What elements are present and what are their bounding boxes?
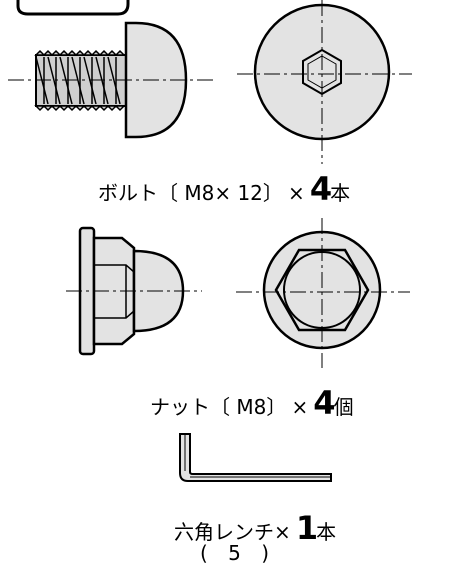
bolt-label: ボルト〔 M8× 12〕 × 4本 xyxy=(98,173,350,205)
wrench-times: × xyxy=(274,520,291,544)
nut-times: × xyxy=(291,395,309,419)
wrench-label: 六角レンチ× 1本 xyxy=(174,512,336,544)
bolt-spec: 〔 M8× 12〕 xyxy=(158,181,283,205)
wrench-name: 六角レンチ xyxy=(174,520,274,544)
bolt-counter: 本 xyxy=(330,181,351,205)
bolt-qty: 4 xyxy=(309,170,332,208)
hex-wrench xyxy=(179,433,332,482)
nut-counter: 個 xyxy=(333,395,354,419)
nut-side-view xyxy=(66,226,202,356)
wrench-size: ( 5 ) xyxy=(200,541,270,565)
nut-name: ナット xyxy=(150,395,210,419)
bolt-times: × xyxy=(288,181,305,205)
nut-top-view xyxy=(236,218,410,368)
wrench-counter: 本 xyxy=(316,520,337,544)
bolt-name: ボルト xyxy=(98,181,158,205)
frame-corner xyxy=(16,0,130,16)
nut-spec: 〔 M8〕 xyxy=(210,395,287,419)
bolt-top-view xyxy=(237,0,412,164)
nut-label: ナット〔 M8〕 × 4個 xyxy=(150,387,354,419)
wrench-qty: 1 xyxy=(295,509,318,547)
nut-qty: 4 xyxy=(313,384,335,422)
